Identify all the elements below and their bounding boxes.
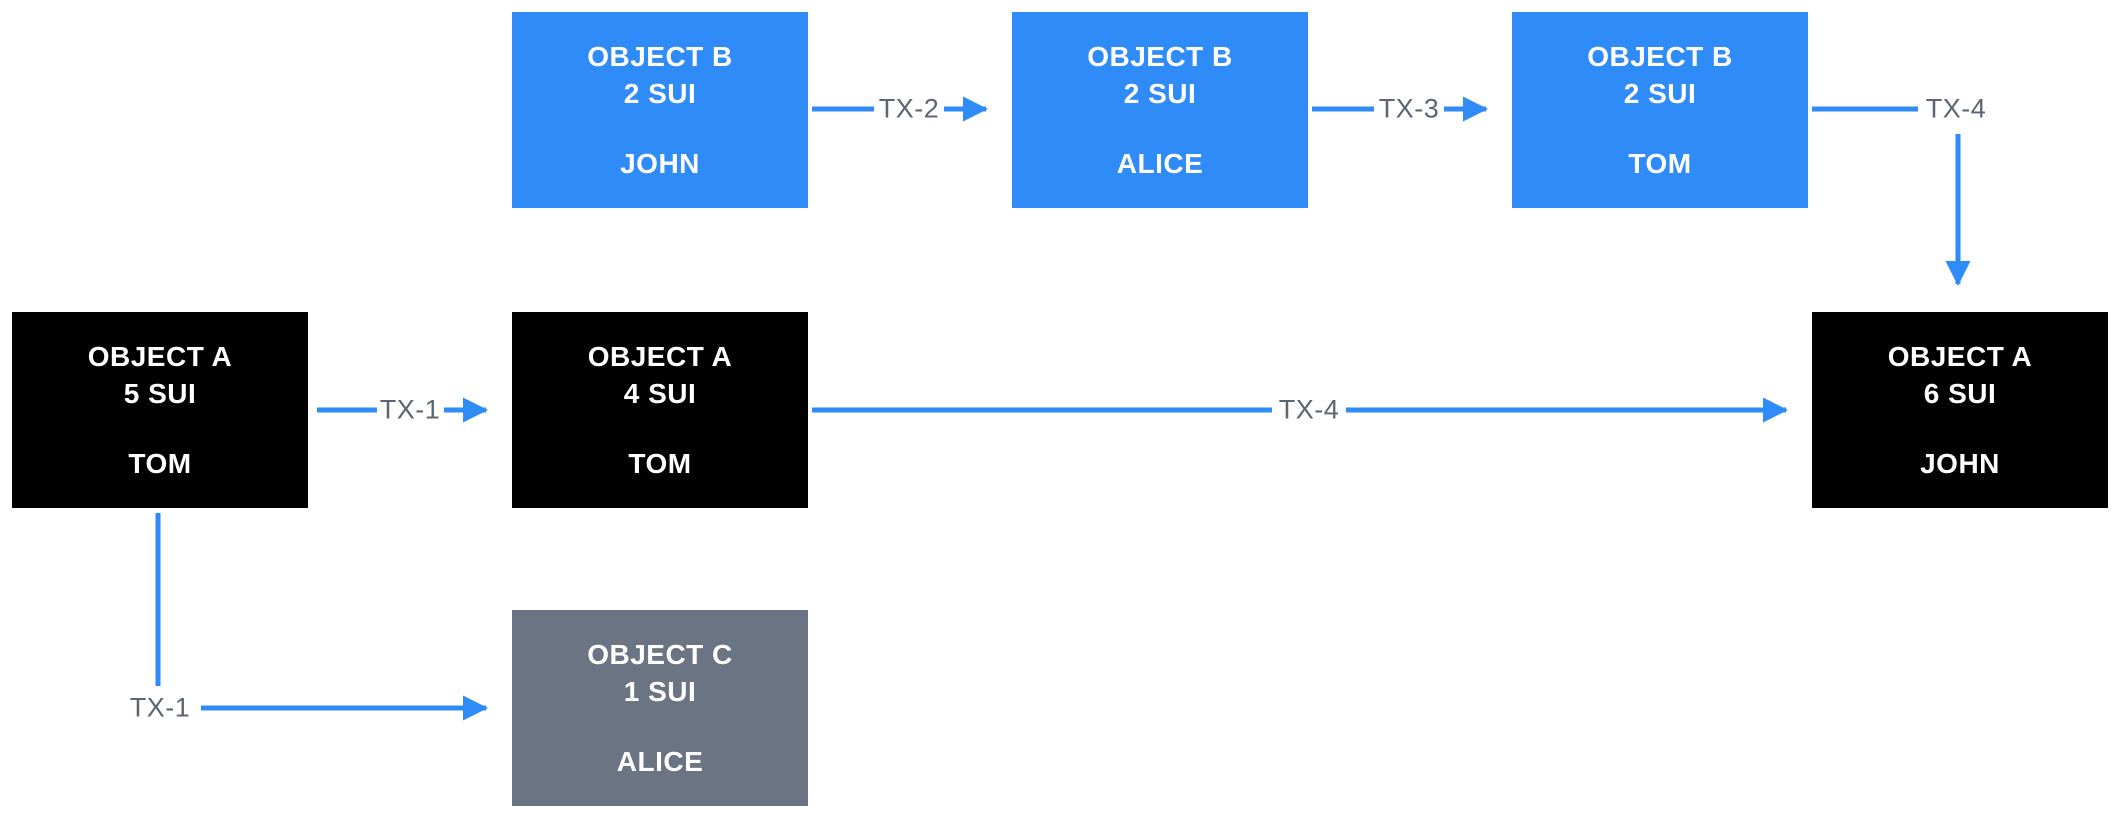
- node-object-name: OBJECT B: [587, 41, 733, 72]
- node-owner: TOM: [128, 448, 192, 479]
- node-amount: 5 SUI: [123, 378, 197, 409]
- tx-label-tx1-bottom: TX-1: [129, 692, 191, 723]
- arrow-tx1-a-to-c: [155, 513, 489, 721]
- node-object-name: OBJECT A: [1887, 341, 2033, 372]
- node-amount: 2 SUI: [1623, 78, 1697, 109]
- node-object-name: OBJECT B: [1587, 41, 1733, 72]
- tx-label-tx4-top: TX-4: [1925, 93, 1987, 124]
- object-node-c-alice: OBJECT C 1 SUI ALICE: [512, 610, 808, 806]
- object-node-a-5-tom: OBJECT A 5 SUI TOM: [12, 312, 308, 508]
- object-node-b-alice: OBJECT B 2 SUI ALICE: [1012, 12, 1308, 208]
- node-owner: ALICE: [1116, 148, 1204, 179]
- tx-label-tx2: TX-2: [878, 93, 940, 124]
- node-owner: TOM: [628, 448, 692, 479]
- tx-label-tx3: TX-3: [1378, 93, 1440, 124]
- node-owner: ALICE: [616, 746, 704, 777]
- tx-label-tx1-mid: TX-1: [379, 394, 441, 425]
- node-owner: JOHN: [1920, 448, 2000, 479]
- object-node-a-6-john: OBJECT A 6 SUI JOHN: [1812, 312, 2108, 508]
- node-owner: JOHN: [620, 148, 700, 179]
- node-object-name: OBJECT A: [87, 341, 233, 372]
- node-object-name: OBJECT C: [587, 639, 733, 670]
- node-amount: 6 SUI: [1923, 378, 1997, 409]
- arrow-tx4-b-to-a: [1812, 106, 1971, 287]
- node-object-name: OBJECT B: [1087, 41, 1233, 72]
- tx-label-tx4-mid: TX-4: [1278, 394, 1340, 425]
- node-amount: 1 SUI: [623, 676, 697, 707]
- node-amount: 4 SUI: [623, 378, 697, 409]
- node-object-name: OBJECT A: [587, 341, 733, 372]
- node-amount: 2 SUI: [1123, 78, 1197, 109]
- node-amount: 2 SUI: [623, 78, 697, 109]
- object-node-a-4-tom: OBJECT A 4 SUI TOM: [512, 312, 808, 508]
- node-owner: TOM: [1628, 148, 1692, 179]
- object-node-b-john: OBJECT B 2 SUI JOHN: [512, 12, 808, 208]
- object-node-b-tom: OBJECT B 2 SUI TOM: [1512, 12, 1808, 208]
